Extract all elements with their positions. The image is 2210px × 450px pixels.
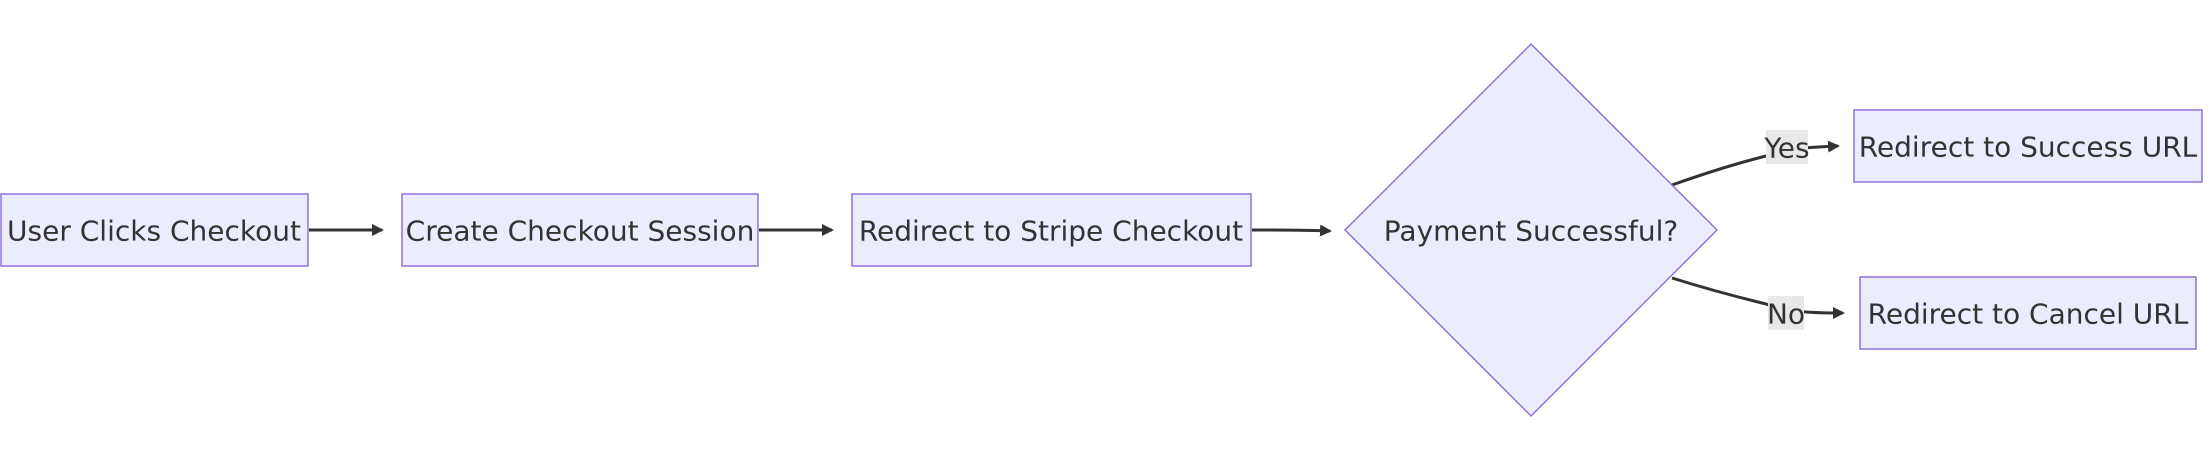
node-decision-label: Payment Successful? (1384, 215, 1678, 248)
node-redirect-to-stripe: Redirect to Stripe Checkout (851, 193, 1252, 267)
node-redirect-to-cancel-url-label: Redirect to Cancel URL (1868, 298, 2189, 331)
edge-redirect-to-decision (1251, 224, 1332, 237)
edge-label-yes-group: Yes (1763, 130, 1810, 165)
edge-label-yes-bg (1766, 130, 1808, 164)
node-decision-payment-successful: Payment Successful? (1343, 42, 1719, 418)
node-user-clicks-checkout: User Clicks Checkout (0, 193, 309, 267)
edge-label-no: No (1767, 298, 1805, 331)
edge-no (1671, 276, 1845, 319)
node-user-clicks-checkout-label: User Clicks Checkout (7, 215, 301, 248)
edges (309, 140, 1845, 319)
node-redirect-to-success-url-label: Redirect to Success URL (1859, 131, 2198, 164)
edge-label-no-bg (1768, 296, 1804, 330)
node-create-checkout-session-label: Create Checkout Session (406, 215, 755, 248)
node-create-checkout-session: Create Checkout Session (401, 193, 759, 267)
edge-label-yes: Yes (1763, 132, 1809, 165)
node-redirect-to-cancel-url: Redirect to Cancel URL (1859, 276, 2197, 350)
node-redirect-to-success-url: Redirect to Success URL (1853, 109, 2203, 183)
edge-yes (1671, 140, 1840, 187)
edge-label-no-group: No (1767, 296, 1805, 331)
node-redirect-to-stripe-label: Redirect to Stripe Checkout (859, 215, 1243, 248)
